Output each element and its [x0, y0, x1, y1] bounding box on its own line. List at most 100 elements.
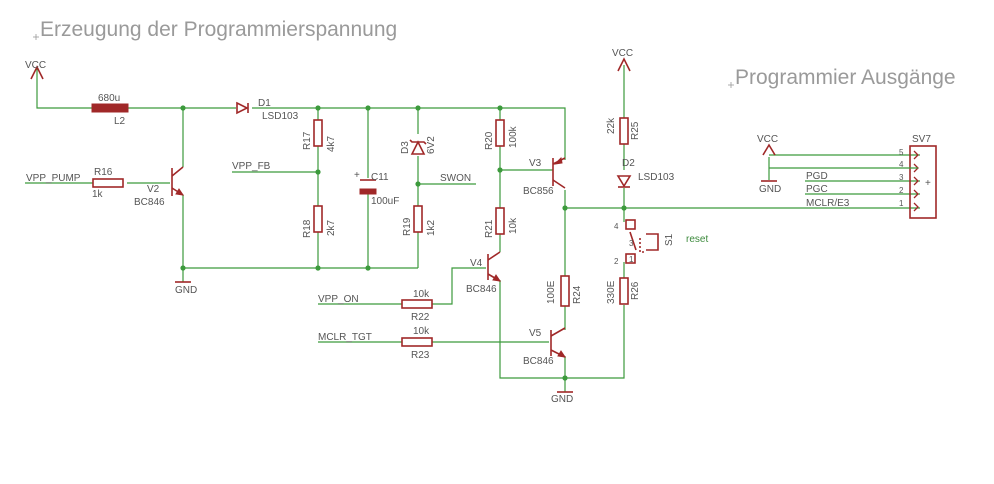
svg-text:10k: 10k	[413, 326, 430, 337]
net-mclr-tgt: MCLR_TGT	[318, 332, 372, 343]
svg-text:R20: R20	[484, 131, 495, 150]
resistor-r20: R20 100k	[484, 119, 519, 150]
svg-text:10k: 10k	[508, 217, 519, 234]
svg-text:330E: 330E	[606, 280, 617, 304]
gnd-symbol-connector: GND	[759, 180, 781, 195]
net-mclr-e3: MCLR/E3	[806, 198, 850, 209]
svg-text:100k: 100k	[508, 125, 519, 148]
resistor-r25: 22k R25	[606, 117, 641, 145]
resistor-r16: R16 1k	[92, 167, 124, 200]
svg-text:LSD103: LSD103	[262, 111, 299, 122]
diode-d1: D1 LSD103	[236, 98, 299, 122]
gnd-symbol-bottom: GND	[551, 391, 573, 405]
gnd-symbol-left: GND	[175, 281, 197, 296]
connector-sv7: SV7 + 5 4 3 2 1	[899, 134, 937, 219]
svg-text:R21: R21	[484, 219, 495, 238]
svg-text:22k: 22k	[606, 117, 617, 134]
transistor-v5: V5 BC846	[523, 327, 567, 367]
net-swon: SWON	[440, 173, 471, 184]
svg-text:VCC: VCC	[25, 60, 46, 71]
svg-text:100E: 100E	[546, 280, 557, 304]
svg-text:R23: R23	[411, 350, 430, 361]
net-vpp-fb: VPP_FB	[232, 161, 271, 172]
svg-text:V3: V3	[529, 158, 542, 169]
svg-text:+: +	[354, 170, 360, 181]
svg-text:S1: S1	[664, 233, 675, 246]
capacitor-c11: + C11 100uF	[354, 170, 399, 207]
transistor-v2: V2 BC846	[134, 166, 185, 208]
svg-text:R19: R19	[402, 217, 413, 236]
svg-text:10k: 10k	[413, 289, 430, 300]
resistor-r22: 10k R22	[401, 289, 433, 323]
svg-text:LSD103: LSD103	[638, 172, 675, 183]
svg-text:C11: C11	[371, 172, 389, 183]
net-pgd: PGD	[806, 171, 828, 182]
resistor-r24: 100E R24	[546, 275, 583, 307]
net-pgc: PGC	[806, 184, 828, 195]
svg-text:SV7: SV7	[912, 134, 931, 145]
svg-text:1k2: 1k2	[426, 219, 437, 236]
svg-text:100uF: 100uF	[371, 196, 399, 207]
transistor-v4: V4 BC846	[466, 251, 502, 295]
svg-text:4: 4	[899, 160, 904, 169]
junctions	[180, 105, 627, 381]
svg-text:5: 5	[899, 148, 904, 157]
svg-text:VCC: VCC	[612, 48, 633, 59]
svg-text:R16: R16	[94, 167, 113, 178]
svg-text:BC856: BC856	[523, 186, 554, 197]
resistor-r19: R19 1k2	[402, 205, 437, 236]
svg-text:V4: V4	[470, 258, 483, 269]
title-main: Erzeugung der Programmierspannung	[40, 18, 397, 41]
svg-text:1: 1	[629, 255, 634, 264]
svg-text:3: 3	[899, 173, 904, 182]
svg-text:2: 2	[899, 186, 904, 195]
vcc-symbol-right: VCC	[612, 48, 633, 72]
vcc-symbol-connector: VCC	[757, 134, 778, 156]
svg-text:GND: GND	[175, 285, 197, 296]
svg-text:R25: R25	[630, 121, 641, 140]
svg-text:R22: R22	[411, 312, 430, 323]
svg-text:2: 2	[614, 257, 619, 266]
net-vpp-pump: VPP_PUMP	[26, 173, 81, 184]
svg-text:V5: V5	[529, 328, 542, 339]
transistor-v3: V3 BC856	[523, 156, 566, 197]
svg-text:2k7: 2k7	[326, 219, 337, 236]
svg-text:reset: reset	[686, 234, 708, 245]
resistor-r23: 10k R23	[401, 326, 433, 361]
svg-text:680u: 680u	[98, 93, 120, 104]
svg-text:BC846: BC846	[134, 197, 165, 208]
svg-text:D3: D3	[400, 141, 411, 154]
svg-text:D2: D2	[622, 158, 635, 169]
inductor-l2: 680u L2	[91, 93, 129, 127]
svg-text:+: +	[925, 178, 931, 189]
reset-switch-s1: 4 3 1 2 S1 reset	[614, 219, 708, 266]
svg-text:4k7: 4k7	[326, 135, 337, 152]
origin-mark-outputs	[728, 82, 734, 88]
svg-text:D1: D1	[258, 98, 271, 109]
title-outputs: Programmier Ausgänge	[735, 66, 956, 89]
origin-mark-title	[33, 34, 39, 40]
resistor-r21: R21 10k	[484, 207, 519, 238]
svg-text:3: 3	[629, 239, 634, 248]
zener-diode-d3: D3 6V2	[400, 136, 437, 155]
resistor-r26: 330E R26	[606, 277, 641, 305]
svg-text:L2: L2	[114, 116, 126, 127]
svg-text:1k: 1k	[92, 189, 104, 200]
svg-text:BC846: BC846	[466, 284, 497, 295]
vcc-symbol-left: VCC	[25, 60, 46, 80]
svg-text:VCC: VCC	[757, 134, 778, 145]
svg-text:R17: R17	[302, 131, 313, 150]
svg-text:1: 1	[899, 199, 904, 208]
resistor-r17: R17 4k7	[302, 119, 337, 152]
svg-text:BC846: BC846	[523, 356, 554, 367]
svg-text:R18: R18	[302, 219, 313, 238]
net-vpp-on: VPP_ON	[318, 294, 359, 305]
wires	[25, 65, 920, 392]
svg-text:R26: R26	[630, 281, 641, 300]
resistor-r18: R18 2k7	[302, 205, 337, 238]
svg-text:GND: GND	[759, 184, 781, 195]
svg-text:4: 4	[614, 222, 619, 231]
svg-text:V2: V2	[147, 184, 160, 195]
svg-text:6V2: 6V2	[426, 136, 437, 154]
